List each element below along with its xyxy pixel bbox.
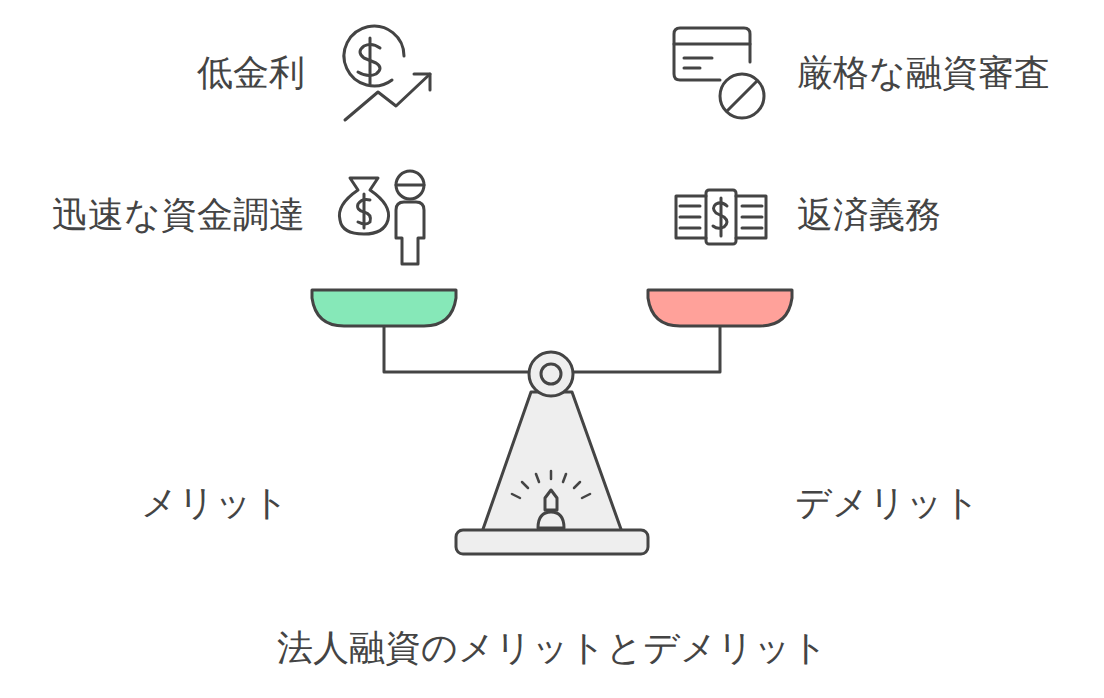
banknotes-icon bbox=[676, 190, 766, 244]
diagram-caption: 法人融資のメリットとデメリット bbox=[277, 626, 828, 669]
moneybag-person-icon bbox=[339, 171, 424, 264]
drawback-label: 厳格な融資審査 bbox=[797, 51, 1050, 94]
benefit-label: 迅速な資金調達 bbox=[52, 193, 305, 236]
side-heading: デメリット bbox=[795, 481, 980, 524]
drawback-label: 返済義務 bbox=[797, 193, 941, 236]
card-denied-icon bbox=[674, 28, 764, 118]
benefit-label: 低金利 bbox=[197, 51, 305, 94]
balance-scale bbox=[312, 290, 792, 554]
coin-arrow-icon bbox=[344, 26, 430, 120]
side-heading: メリット bbox=[141, 481, 289, 524]
